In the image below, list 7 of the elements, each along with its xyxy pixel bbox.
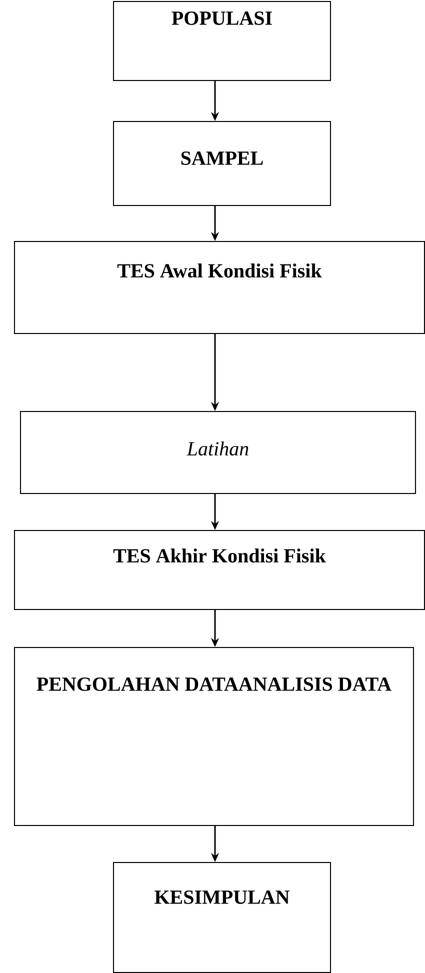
process-box: Latihan xyxy=(20,411,416,494)
process-box: TES Awal Kondisi Fisik xyxy=(14,241,425,334)
process-box: KESIMPULAN xyxy=(113,862,331,973)
process-box: SAMPEL xyxy=(113,121,331,206)
process-box: POPULASI xyxy=(113,1,331,81)
process-box: TES Akhir Kondisi Fisik xyxy=(14,530,425,610)
process-box: PENGOLAHAN DATAANALISIS DATA xyxy=(14,647,414,826)
